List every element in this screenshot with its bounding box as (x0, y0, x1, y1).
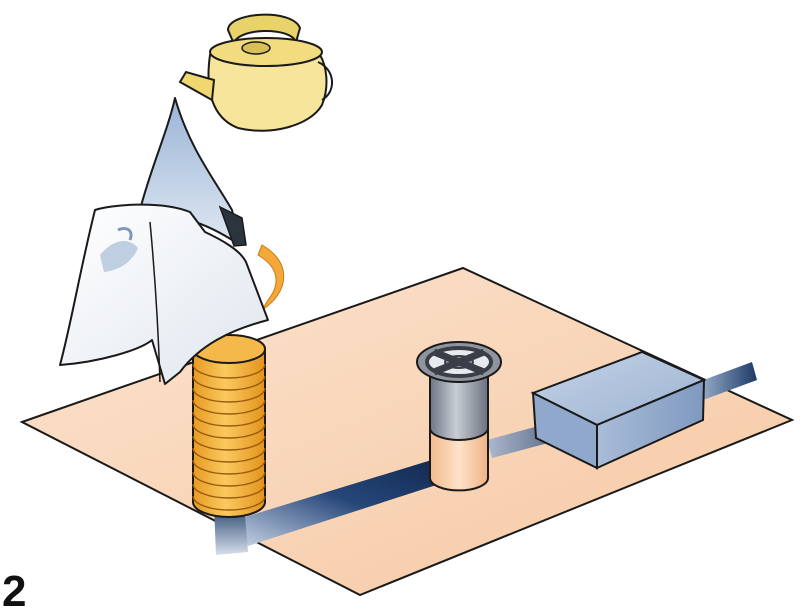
drain-grate-icon (417, 342, 501, 490)
coil-icon (193, 335, 265, 517)
figure-number: 2 (2, 570, 26, 614)
illustration (0, 0, 810, 601)
arrow-icon (258, 245, 284, 310)
kettle-icon (180, 15, 332, 131)
